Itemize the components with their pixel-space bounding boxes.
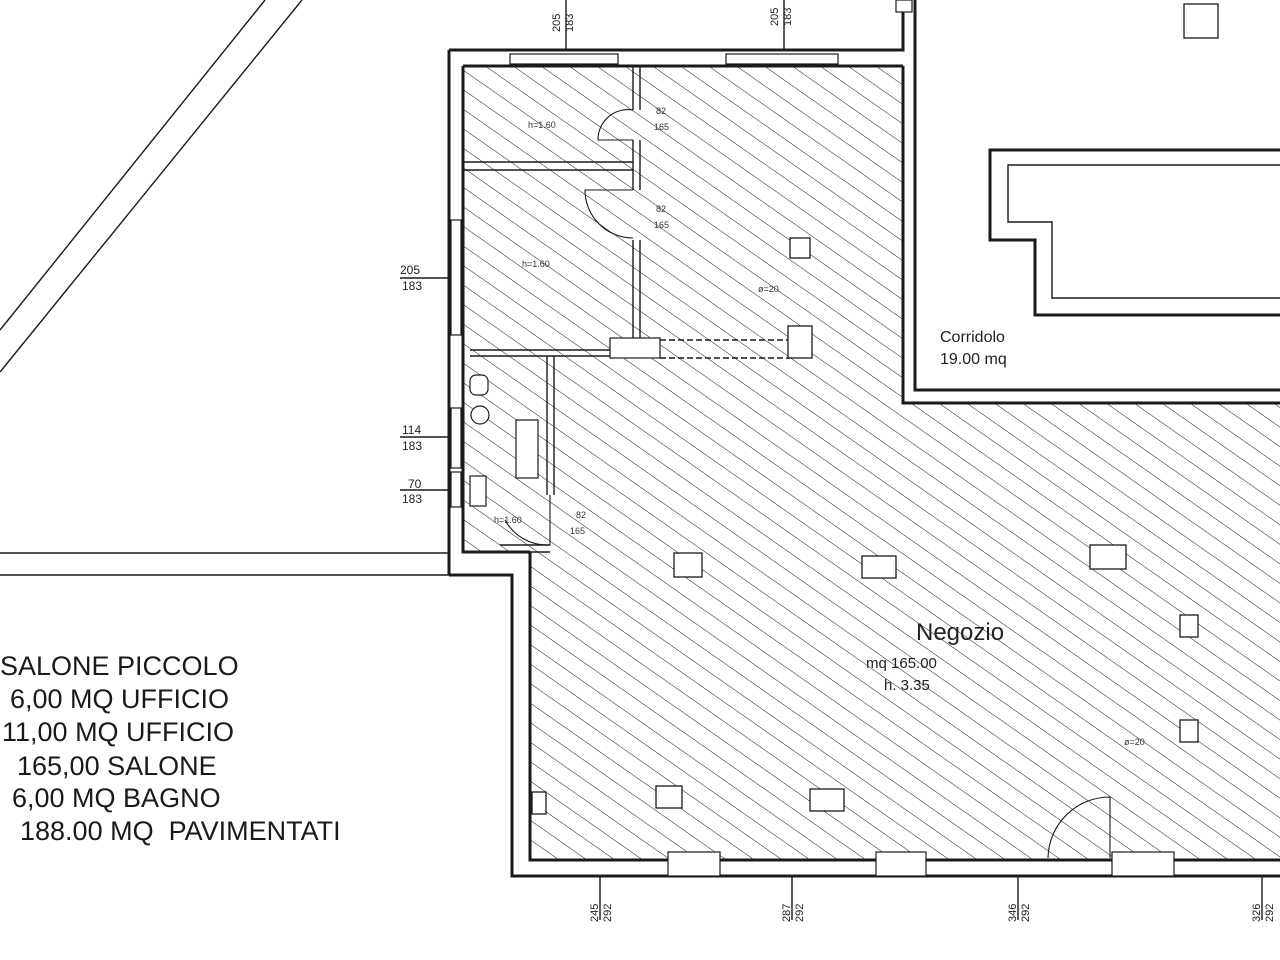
room-height-label: h=1.60 — [528, 120, 556, 130]
windows — [450, 0, 1175, 877]
corridoio-label: Corridolo — [940, 329, 1005, 346]
svg-text:82: 82 — [656, 204, 666, 214]
negozio-area: mq 165.00 — [866, 655, 937, 672]
diameter-annotation: ø=20 — [1124, 737, 1145, 747]
svg-text:183: 183 — [782, 8, 794, 26]
doors — [504, 109, 1111, 859]
svg-text:183: 183 — [402, 279, 422, 293]
dim-bottom-4: 326 292 — [1251, 904, 1276, 922]
dim-door-1: 82 165 — [654, 106, 669, 132]
room-height-label: h=1.60 — [522, 259, 550, 269]
outer-walls — [0, 0, 1280, 878]
svg-text:183: 183 — [402, 492, 422, 506]
svg-text:346: 346 — [1007, 904, 1019, 922]
svg-text:326: 326 — [1251, 904, 1263, 922]
dimension-lines — [400, 0, 1263, 920]
svg-text:70: 70 — [408, 477, 422, 491]
svg-text:183: 183 — [564, 14, 576, 32]
corridoio-area: 19.00 mq — [940, 351, 1007, 368]
svg-text:82: 82 — [576, 510, 586, 520]
svg-text:183: 183 — [402, 439, 422, 453]
legend-line: 6,00 MQ UFFICIO — [10, 684, 229, 714]
diameter-annotation: ø=20 — [758, 284, 779, 294]
svg-text:287: 287 — [781, 904, 793, 922]
svg-text:292: 292 — [1264, 904, 1276, 922]
dim-left-2: 114 183 — [402, 423, 422, 453]
dim-bottom-1: 245 292 — [589, 904, 614, 922]
street-lines — [0, 0, 303, 373]
dim-left-3: 70 183 — [402, 477, 422, 506]
dim-top-2: 205 183 — [769, 8, 794, 26]
svg-text:292: 292 — [794, 904, 806, 922]
svg-text:205: 205 — [769, 8, 781, 26]
svg-text:165: 165 — [654, 220, 669, 230]
dim-door-2: 82 165 — [654, 204, 669, 230]
dim-bottom-2: 287 292 — [781, 904, 806, 922]
dim-bottom-3: 346 292 — [1007, 904, 1032, 922]
dim-door-3: 82 165 — [570, 510, 586, 536]
area-legend: SALONE PICCOLO 6,00 MQ UFFICIO 11,00 MQ … — [0, 651, 341, 846]
legend-line: SALONE PICCOLO — [0, 651, 239, 681]
svg-text:165: 165 — [570, 526, 585, 536]
negozio-height: h. 3.35 — [884, 677, 930, 694]
dim-top-1: 205 183 — [551, 14, 576, 32]
svg-text:292: 292 — [602, 904, 614, 922]
legend-line: 11,00 MQ UFFICIO — [2, 717, 234, 747]
pillars — [531, 237, 1199, 815]
negozio-label: Negozio — [916, 619, 1004, 646]
bathroom-fixtures — [469, 374, 539, 507]
room-height-label: h=1.60 — [494, 515, 522, 525]
interior-walls — [463, 66, 790, 553]
svg-text:205: 205 — [400, 263, 420, 277]
svg-text:205: 205 — [551, 14, 563, 32]
legend-line: 165,00 SALONE — [17, 751, 217, 781]
svg-text:245: 245 — [589, 904, 601, 922]
svg-text:292: 292 — [1020, 904, 1032, 922]
svg-text:165: 165 — [654, 122, 669, 132]
legend-line: 188.00 MQ PAVIMENTATI — [20, 816, 341, 846]
svg-text:82: 82 — [656, 106, 666, 116]
dim-left-1: 205 183 — [400, 263, 422, 293]
svg-text:114: 114 — [402, 423, 421, 437]
legend-line: 6,00 MQ BAGNO — [12, 783, 221, 813]
adjacent-structure — [988, 3, 1280, 317]
